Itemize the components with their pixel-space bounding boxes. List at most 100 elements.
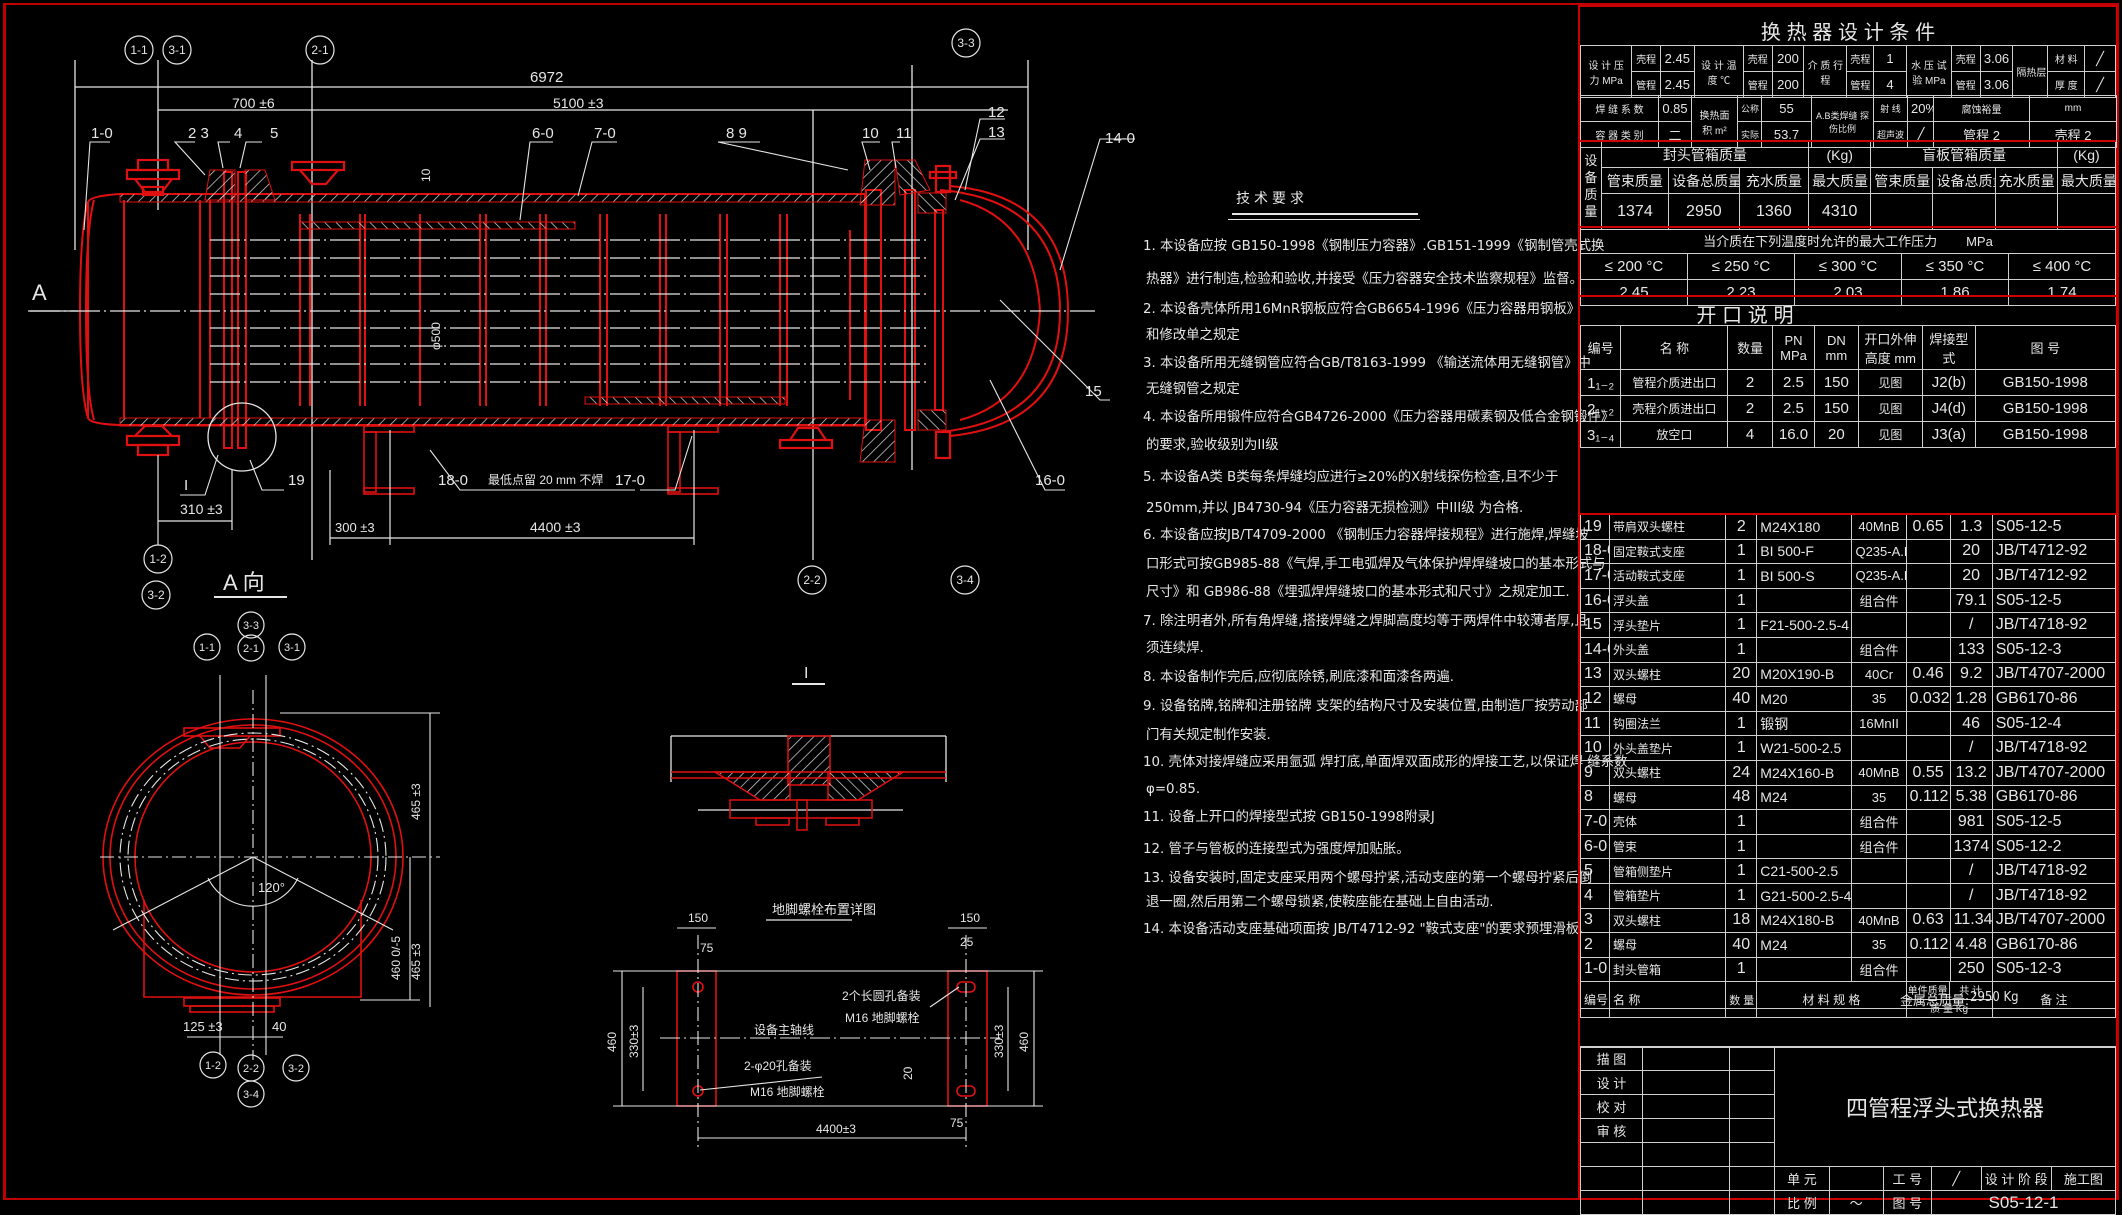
tech-req-line: 7. 除注明者外,所有角焊缝,搭接焊缝之焊脚高度均等于两焊件中较薄者厚,且 — [1143, 614, 1588, 629]
mass-unit: (Kg) — [1808, 140, 1872, 168]
a-view-title: A 向 — [223, 570, 265, 595]
part-label: 7-0 — [594, 125, 616, 142]
right-table-block: 换 热 器 设 计 条 件 设 计 压 力 MPa 壳程 2.45 设 计 温 … — [1578, 5, 2118, 1215]
title-block: 描 图四管程浮头式换热器 设 计 校 对 审 核 单 元 工 号 ╱ 设 计 阶… — [1580, 1046, 2117, 1215]
bom-cell: JB/T4712-92 — [1991, 563, 2117, 589]
opening-cell: GB150-1998 — [1974, 421, 2117, 448]
bom-cell: 1 — [1725, 858, 1758, 884]
bom-cell: 46 — [1949, 710, 1993, 737]
tech-req-line: 10. 壳体对接焊缝应采用氩弧 焊打底,单面焊双面成形的焊接工艺,以保证焊 缝系… — [1143, 755, 1628, 770]
foundation-note: 2个长圆孔备装 — [842, 989, 921, 1003]
main-section-view: 6972 700 ±6 5100 ±3 10 φ500 A — [28, 28, 1135, 610]
tech-req-line: 4. 本设备所用锻件应符合GB4726-2000《压力容器用碳素钢及低合金钢锻件… — [1143, 410, 1615, 425]
bom-cell: JB/T4707-2000 — [1991, 759, 2117, 786]
bom-cell — [1905, 587, 1951, 614]
bom-cell: 5 — [1579, 858, 1611, 884]
head-box-mass-label: 封头管箱质量 — [1600, 140, 1810, 168]
max-pressure-temp: ≤ 400 °C — [2008, 253, 2116, 280]
openings-header: PN MPa — [1771, 325, 1816, 370]
bom-cell: 1 — [1725, 735, 1758, 761]
nozzle-tag: 3-2 — [147, 588, 165, 602]
part-label: 2 3 — [188, 125, 209, 142]
openings-header: 焊接型式 — [1922, 325, 1976, 370]
max-pressure-value: 2.23 — [1687, 279, 1795, 306]
mass-value: 1374 — [1600, 193, 1670, 230]
tech-req-underline-2 — [1228, 219, 1420, 220]
max-pressure-table: 当介质在下列温度时允许的最大工作压力 MPa ≤ 200 °C≤ 250 °C≤… — [1580, 226, 2116, 306]
tube-label: 管程 — [1742, 71, 1773, 98]
bom-cell: 1374 — [1949, 833, 1993, 860]
max-pressure-temp: ≤ 250 °C — [1687, 253, 1795, 280]
area-label: 换热面积 m² — [1691, 95, 1738, 148]
blank-box — [1580, 1008, 2116, 1048]
bom-cell: 3 — [1579, 907, 1611, 934]
tech-req-line: 和修改单之规定 — [1146, 328, 1240, 343]
bom-cell: 79.1 — [1949, 587, 1993, 614]
bom-cell: 24 — [1725, 759, 1758, 786]
bom-cell: / — [1949, 735, 1993, 761]
part-label: 18-0 — [438, 472, 468, 489]
tech-req-line: 8. 本设备制作完后,应彻底除锈,刷底漆和面漆各两遍. — [1143, 670, 1455, 685]
foundation-dim: 4400±3 — [816, 1122, 856, 1136]
mass-header: 充水质量 — [1994, 167, 2058, 194]
total-metal-label: 金属总质量: — [1900, 994, 1969, 1009]
tech-req-line: 门有关规定制作安装. — [1146, 728, 1271, 743]
role-design: 设 计 — [1580, 1070, 1643, 1095]
part-label: 8 9 — [726, 125, 747, 142]
bom-cell: 壳体 — [1609, 809, 1727, 835]
bom-cell: 35 — [1851, 686, 1907, 712]
opening-cell: 20 — [1814, 421, 1859, 448]
opening-cell: GB150-1998 — [1974, 369, 2117, 396]
a-view-dim: 125 ±3 — [183, 1019, 223, 1034]
bom-cell: S05-12-3 — [1991, 636, 2117, 663]
hydro-shell: 3.06 — [1979, 45, 2014, 72]
bom-cell: 0.112 — [1905, 784, 1951, 811]
bom-cell: GB6170-86 — [1991, 686, 2117, 712]
bom-cell: 0.112 — [1905, 932, 1951, 958]
medium-shell: 1 — [1873, 45, 1907, 72]
dim-saddle-spacing: 4400 ±3 — [530, 519, 581, 535]
part-label: 10 — [862, 125, 879, 142]
bom-header-mass: 质 量 Kg — [1930, 1004, 1969, 1016]
stage-label: 设 计 阶 段 — [1980, 1166, 2052, 1191]
bom-cell — [1756, 587, 1853, 614]
bom-cell: 钩圈法兰 — [1609, 710, 1727, 737]
design-conditions-title: 换 热 器 设 计 条 件 — [1760, 20, 1936, 44]
bom-cell: 9 — [1579, 759, 1611, 786]
bom-cell — [1905, 735, 1951, 761]
role-drawn: 描 图 — [1580, 1046, 1643, 1071]
openings-title: 开 口 说 明 — [1696, 303, 1794, 327]
bom-cell: S05-12-2 — [1991, 833, 2117, 860]
bom-cell: 组合件 — [1851, 809, 1907, 835]
shell-label: 壳程 — [1846, 45, 1875, 72]
opening-cell: 4 — [1727, 421, 1773, 448]
bom-cell: 1 — [1725, 809, 1758, 835]
bom-cell: Q235-A.F/16MnR — [1851, 563, 1907, 589]
bom-cell: S05-12-5 — [1991, 587, 2117, 614]
nozzle-tag: 2-2 — [803, 573, 821, 587]
bom-cell: 11 — [1579, 710, 1611, 737]
bom-cell: Q235-A.F/16MnR — [1851, 538, 1907, 565]
insulation-label: 隔热层 — [2012, 45, 2049, 98]
tube-label: 管程 — [1846, 71, 1875, 98]
foundation-dim: 460 — [1017, 1032, 1031, 1052]
bom-cell: M20 — [1756, 686, 1853, 712]
bom-cell — [1756, 956, 1853, 983]
ray-label: 射 线 — [1873, 95, 1908, 122]
bom-header-name: 名 称 — [1609, 981, 1727, 1019]
thickness-slash: ╱ — [2084, 71, 2116, 98]
bom-row: 14-0外头盖1组合件133S05-12-3 — [1579, 636, 2117, 663]
opening-cell: GB150-1998 — [1974, 395, 2117, 422]
bom-header-unit-mass: 单件质量 — [1907, 982, 1950, 1000]
bom-cell: 螺母 — [1609, 932, 1727, 958]
bom-cell: 0.63 — [1905, 907, 1951, 934]
bom-header-qty: 数 量 — [1725, 981, 1758, 1019]
opening-cell: 管程介质进出口 — [1620, 369, 1729, 396]
tech-req-line: 须连续焊. — [1146, 641, 1204, 656]
foundation-note: 2-φ20孔备装 — [744, 1059, 812, 1073]
